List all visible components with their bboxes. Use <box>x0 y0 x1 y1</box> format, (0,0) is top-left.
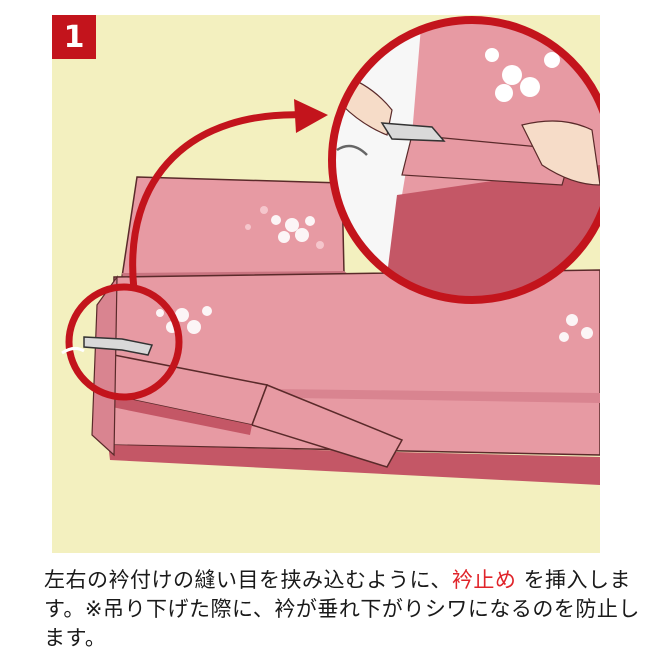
step-number: 1 <box>63 19 85 55</box>
small-callout-circle <box>65 283 183 401</box>
collar-clip-icon <box>61 336 154 356</box>
arrow-icon <box>129 111 308 291</box>
sakura-icon <box>271 215 315 243</box>
collar-band-right <box>251 384 404 468</box>
kimono-illustration <box>52 15 600 553</box>
kimono-upper-fold <box>121 176 345 278</box>
caption-text-part2: を挿入します。※吊り下げた際に、衿が垂れ下がりシワになるのを防止します。 <box>44 568 640 650</box>
caption-text-part1: 左右の衿付けの縫い目を挟み込むように、 <box>44 568 452 592</box>
hand-icon <box>521 120 600 186</box>
step-number-badge: 1 <box>52 15 96 59</box>
large-callout-circle <box>328 16 600 304</box>
caption-highlight-term: 衿止め <box>451 568 517 592</box>
illustration-panel <box>52 15 600 553</box>
instruction-caption: 左右の衿付けの縫い目を挟み込むように、衿止め を挿入します。※吊り下げた際に、衿… <box>44 566 644 653</box>
